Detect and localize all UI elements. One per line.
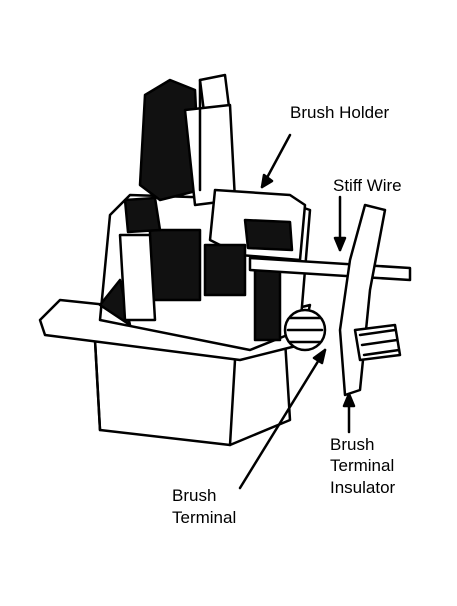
brush-terminal-insulator-label-line3: Insulator [330,478,396,497]
terminal-insulator [338,203,387,397]
brush-terminal-arrow [238,348,327,490]
brush-terminal-label-line1: Brush [172,486,217,505]
brush-holder-label: Brush Holder [290,103,390,122]
brush-terminal-insulator-label-line2: Terminal [330,456,395,475]
stiff-wire-label: Stiff Wire [333,176,402,195]
brush-terminal-label-line2: Terminal [172,508,237,527]
brush-terminal-insulator-label-line1: Brush [330,435,375,454]
